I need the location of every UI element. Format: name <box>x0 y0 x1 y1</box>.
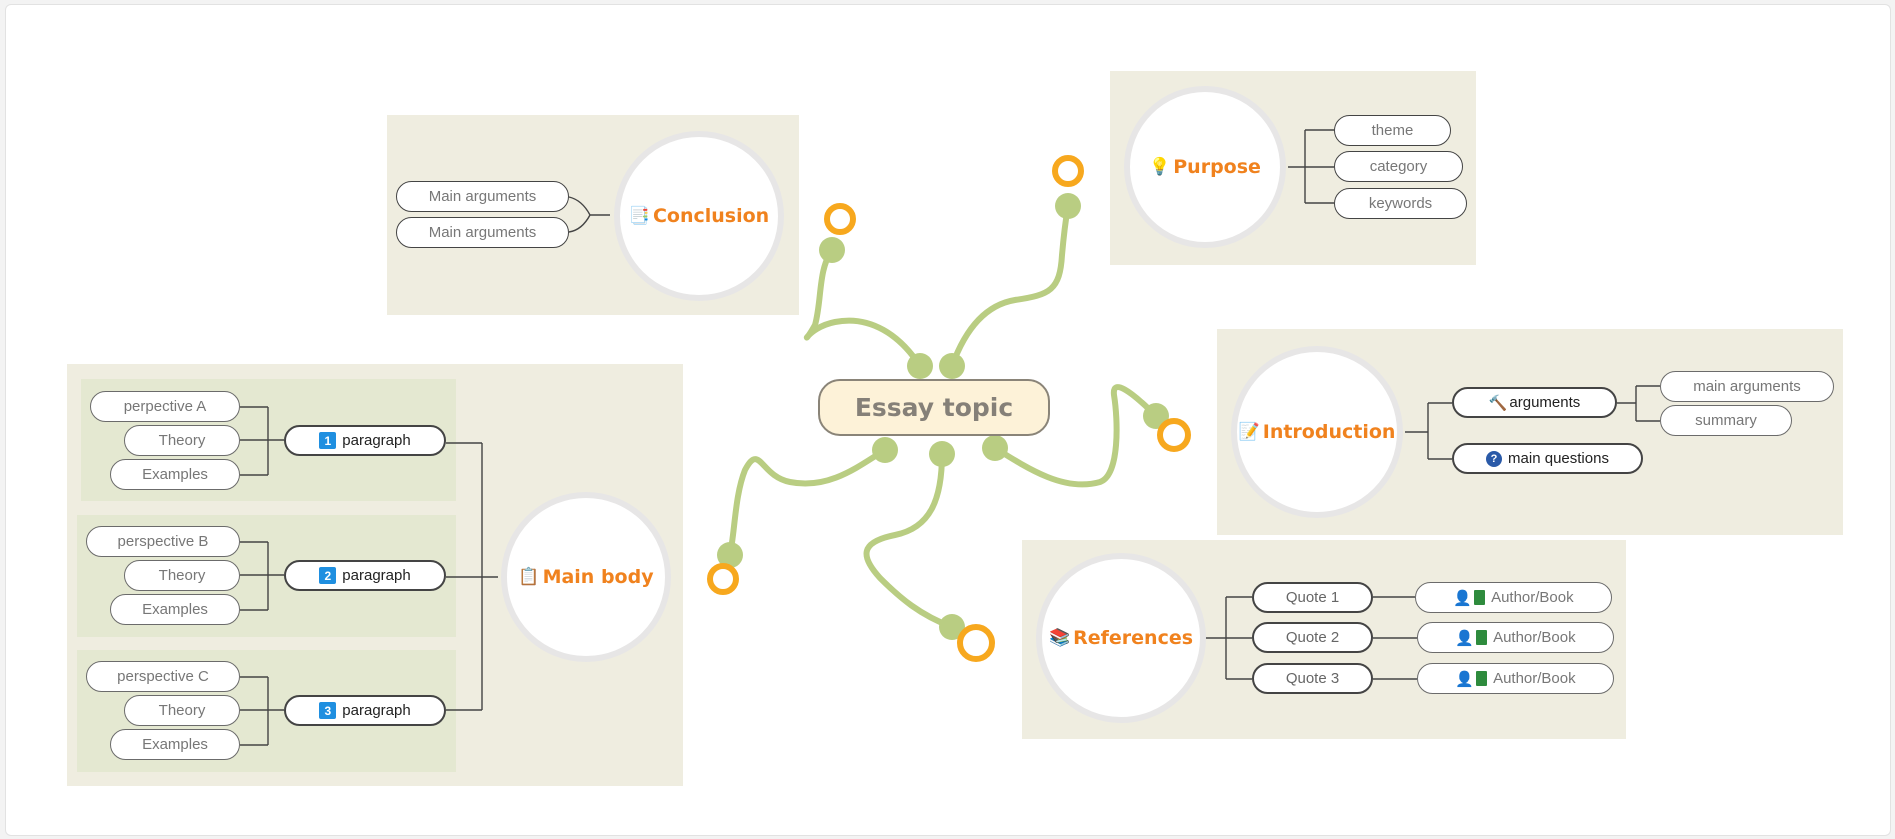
gavel-icon: 🔨 <box>1488 394 1508 412</box>
branch-purpose <box>949 203 1071 369</box>
branch-references <box>863 451 955 630</box>
reference-source-1-label: Author/Book <box>1491 589 1574 606</box>
purpose-label: 💡 Purpose <box>1149 156 1261 178</box>
paragraph-1-perspective[interactable]: perpective A <box>90 391 240 422</box>
introduction-arguments[interactable]: 🔨 arguments <box>1452 387 1617 418</box>
purpose-item-keywords[interactable]: keywords <box>1334 188 1467 219</box>
branch-dot <box>819 237 845 263</box>
main-questions-label: main questions <box>1508 450 1609 467</box>
branch-conclusion <box>803 247 923 369</box>
references-topic[interactable]: 📚 References <box>1036 553 1206 723</box>
book-icon <box>1476 671 1488 686</box>
purpose-title: Purpose <box>1173 156 1261 178</box>
branch-dot <box>1055 193 1081 219</box>
introduction-main-arguments[interactable]: main arguments <box>1660 371 1834 402</box>
lightbulb-icon: 💡 <box>1149 157 1171 177</box>
reference-source-1[interactable]: 👤 Author/Book <box>1415 582 1612 613</box>
introduction-main-questions[interactable]: ? main questions <box>1452 443 1643 474</box>
clipboard-icon: 📋 <box>518 567 540 587</box>
conclusion-topic[interactable]: 📑 Conclusion <box>614 131 784 301</box>
memo-icon: 📝 <box>1238 422 1260 442</box>
question-icon: ? <box>1486 450 1503 467</box>
book-icon <box>1474 590 1486 605</box>
branch-dot <box>982 435 1008 461</box>
paragraph-3-theory[interactable]: Theory <box>124 695 240 726</box>
branch-introduction <box>992 384 1159 488</box>
reference-source-3-label: Author/Book <box>1493 670 1576 687</box>
person-icon: 👤 <box>1455 670 1475 688</box>
branch-ring <box>957 624 995 662</box>
paragraph-1-theory[interactable]: Theory <box>124 425 240 456</box>
paragraph-2[interactable]: 2 paragraph <box>284 560 446 591</box>
paragraph-3-examples[interactable]: Examples <box>110 729 240 760</box>
paragraph-3[interactable]: 3 paragraph <box>284 695 446 726</box>
conclusion-item-2[interactable]: Main arguments <box>396 217 569 248</box>
reference-quote-1[interactable]: Quote 1 <box>1252 582 1373 613</box>
branch-ring <box>1052 155 1084 187</box>
paragraph-1[interactable]: 1 paragraph <box>284 425 446 456</box>
branch-dot <box>929 441 955 467</box>
introduction-topic[interactable]: 📝 Introduction <box>1231 346 1403 518</box>
main-body-label: 📋 Main body <box>518 566 653 588</box>
conclusion-title: Conclusion <box>652 205 770 227</box>
central-topic[interactable]: Essay topic <box>818 379 1050 436</box>
paragraph-2-examples[interactable]: Examples <box>110 594 240 625</box>
arguments-label: arguments <box>1509 394 1581 411</box>
branch-ring <box>707 563 739 595</box>
paragraph-2-label: paragraph <box>342 567 411 584</box>
book-icon <box>1476 630 1488 645</box>
main-body-topic[interactable]: 📋 Main body <box>501 492 671 662</box>
branch-dot <box>939 353 965 379</box>
introduction-summary[interactable]: summary <box>1660 405 1792 436</box>
paragraph-3-label: paragraph <box>342 702 411 719</box>
paragraph-1-examples[interactable]: Examples <box>110 459 240 490</box>
books-icon: 📚 <box>1048 628 1071 648</box>
branch-dot <box>939 614 965 640</box>
branch-ring <box>1157 418 1191 452</box>
branch-end-rings <box>707 155 1191 662</box>
branch-dots <box>717 193 1169 640</box>
introduction-label: 📝 Introduction <box>1239 421 1396 443</box>
main-body-title: Main body <box>542 566 654 588</box>
connector-lines <box>240 129 1660 746</box>
reference-quote-2[interactable]: Quote 2 <box>1252 622 1373 653</box>
introduction-title: Introduction <box>1262 421 1396 443</box>
person-icon: 👤 <box>1455 629 1475 647</box>
conclusion-label: 📑 Conclusion <box>629 205 769 227</box>
branch-dot <box>872 437 898 463</box>
paragraph-2-theory[interactable]: Theory <box>124 560 240 591</box>
number-1-icon: 1 <box>319 432 337 449</box>
purpose-topic[interactable]: 💡 Purpose <box>1124 86 1286 248</box>
branch-curves <box>727 203 1159 630</box>
branch-main-body <box>727 447 888 558</box>
checklist-icon: 📑 <box>628 206 650 226</box>
references-title: References <box>1073 627 1194 649</box>
references-label: 📚 References <box>1049 627 1193 649</box>
branch-dot <box>717 542 743 568</box>
person-icon: 👤 <box>1453 589 1473 607</box>
branch-dot <box>907 353 933 379</box>
paragraph-3-perspective[interactable]: perspective C <box>86 661 240 692</box>
branch-ring <box>824 203 856 235</box>
paragraph-1-label: paragraph <box>342 432 411 449</box>
reference-source-3[interactable]: 👤 Author/Book <box>1417 663 1614 694</box>
reference-source-2[interactable]: 👤 Author/Book <box>1417 622 1614 653</box>
purpose-item-theme[interactable]: theme <box>1334 115 1451 146</box>
number-3-icon: 3 <box>319 702 337 719</box>
reference-source-2-label: Author/Book <box>1493 629 1576 646</box>
conclusion-item-1[interactable]: Main arguments <box>396 181 569 212</box>
paragraph-2-perspective[interactable]: perspective B <box>86 526 240 557</box>
number-2-icon: 2 <box>319 567 337 584</box>
purpose-item-category[interactable]: category <box>1334 151 1463 182</box>
reference-quote-3[interactable]: Quote 3 <box>1252 663 1373 694</box>
